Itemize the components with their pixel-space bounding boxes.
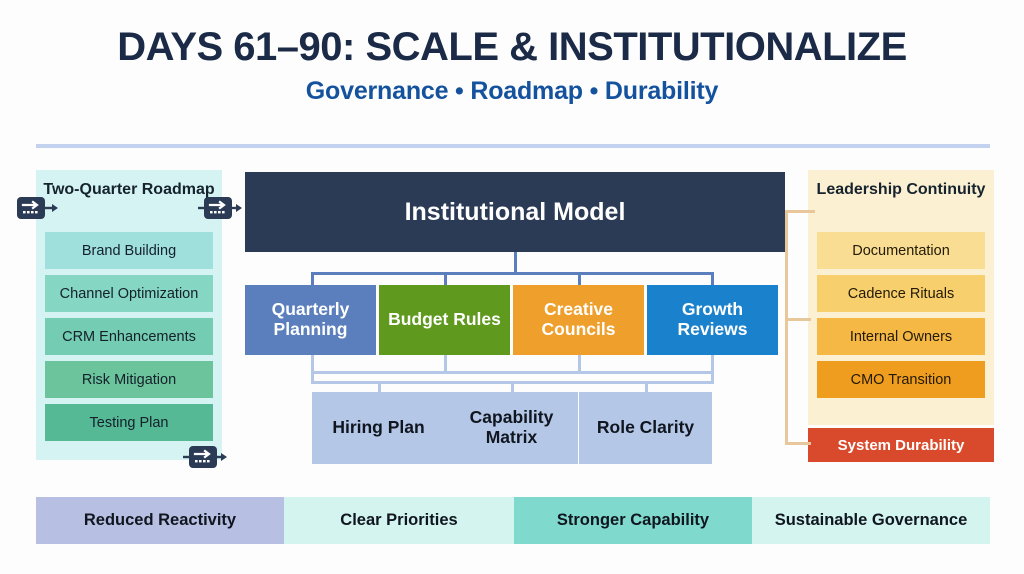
- right-item-documentation[interactable]: Documentation: [817, 232, 985, 269]
- right-panel-leadership-continuity: Leadership Continuity Documentation Cade…: [808, 170, 994, 425]
- pillar-creative-councils[interactable]: Creative Councils: [513, 285, 644, 355]
- leaf-hiring-plan[interactable]: Hiring Plan: [312, 392, 445, 464]
- pillar-quarterly-planning[interactable]: Quarterly Planning: [245, 285, 376, 355]
- pillar-label: Growth Reviews: [677, 299, 748, 339]
- footer-segment-clear-priorities[interactable]: Clear Priorities: [284, 497, 514, 544]
- flow-arrow-icon-inbound-left: [16, 195, 60, 221]
- flow-arrow-icon-roadmap-to-hub: [198, 195, 242, 221]
- pillar-drop-4: [711, 272, 714, 286]
- leaf-riser-4: [711, 355, 714, 373]
- right-item-cmo-transition[interactable]: CMO Transition: [817, 361, 985, 398]
- hub-label: Institutional Model: [404, 197, 626, 226]
- right-panel-mid-tap: [785, 318, 811, 321]
- left-item-label: Channel Optimization: [59, 285, 199, 302]
- pillar-label: Quarterly Planning: [271, 299, 350, 339]
- left-item-testing-plan[interactable]: Testing Plan: [45, 404, 213, 441]
- leaf-label: Hiring Plan: [332, 417, 425, 438]
- footer-segment-stronger-capability[interactable]: Stronger Capability: [514, 497, 752, 544]
- pillar-growth-reviews[interactable]: Growth Reviews: [647, 285, 778, 355]
- page-subtitle: Governance • Roadmap • Durability: [305, 77, 719, 105]
- hub-to-right-connector-vertical: [785, 210, 788, 445]
- hub-stem: [514, 252, 517, 274]
- leaf-role-clarity[interactable]: Role Clarity: [579, 392, 712, 464]
- hub-to-right-connector-horizontal: [785, 210, 815, 213]
- durability-tap: [785, 442, 811, 445]
- left-item-crm-enhancements[interactable]: CRM Enhancements: [45, 318, 213, 355]
- pillar-label: Budget Rules: [388, 309, 501, 330]
- leaf-riser-2: [444, 355, 447, 373]
- leaf-label: Capability Matrix: [469, 407, 554, 447]
- leaf-riser-1: [311, 355, 314, 373]
- flow-arrow-icon-roadmap-outbound: [183, 444, 227, 470]
- left-item-label: Risk Mitigation: [81, 371, 177, 388]
- right-item-label: Cadence Rituals: [847, 285, 955, 302]
- leaf-label: Role Clarity: [596, 417, 695, 438]
- left-item-brand-building[interactable]: Brand Building: [45, 232, 213, 269]
- pillar-drop-2: [444, 272, 447, 286]
- right-item-internal-owners[interactable]: Internal Owners: [817, 318, 985, 355]
- footer-segment-label: Sustainable Governance: [774, 511, 968, 529]
- left-item-label: Testing Plan: [89, 414, 169, 431]
- header-divider: [36, 144, 990, 148]
- pillar-drop-1: [311, 272, 314, 286]
- right-item-label: Internal Owners: [849, 328, 953, 345]
- right-item-label: CMO Transition: [850, 371, 952, 388]
- leaf-capability-matrix[interactable]: Capability Matrix: [445, 392, 578, 464]
- left-item-risk-mitigation[interactable]: Risk Mitigation: [45, 361, 213, 398]
- footer-segment-label: Stronger Capability: [556, 511, 710, 529]
- header: DAYS 61–90: SCALE & INSTITUTIONALIZE Gov…: [0, 26, 1024, 106]
- pillar-bus: [311, 272, 714, 275]
- leaf-drop-2: [511, 381, 514, 394]
- leaf-upper-bus: [311, 371, 714, 374]
- left-item-channel-optimization[interactable]: Channel Optimization: [45, 275, 213, 312]
- right-item-cadence-rituals[interactable]: Cadence Rituals: [817, 275, 985, 312]
- outcomes-footer: Reduced Reactivity Clear Priorities Stro…: [36, 497, 990, 544]
- leaf-drop-1: [378, 381, 381, 394]
- left-item-label: Brand Building: [81, 242, 177, 259]
- right-item-label: Documentation: [852, 242, 950, 259]
- leaf-drop-3: [645, 381, 648, 394]
- pillar-budget-rules[interactable]: Budget Rules: [379, 285, 510, 355]
- leaf-bus-link-left: [311, 371, 314, 383]
- left-item-label: CRM Enhancements: [62, 328, 196, 345]
- footer-segment-label: Clear Priorities: [340, 511, 458, 529]
- pillar-label: Creative Councils: [541, 299, 616, 339]
- right-panel-title: Leadership Continuity: [816, 181, 986, 198]
- institutional-model-hub[interactable]: Institutional Model: [245, 172, 785, 252]
- footer-segment-reduced-reactivity[interactable]: Reduced Reactivity: [36, 497, 284, 544]
- page-title: DAYS 61–90: SCALE & INSTITUTIONALIZE: [117, 25, 907, 69]
- pillar-drop-3: [578, 272, 581, 286]
- footer-segment-sustainable-governance[interactable]: Sustainable Governance: [752, 497, 990, 544]
- system-durability-label: System Durability: [837, 436, 965, 454]
- system-durability-bar[interactable]: System Durability: [808, 428, 994, 462]
- footer-segment-label: Reduced Reactivity: [83, 511, 237, 529]
- leaf-bus-link-right: [711, 371, 714, 383]
- left-panel-title: Two-Quarter Roadmap: [43, 181, 215, 198]
- left-panel-two-quarter-roadmap: Two-Quarter Roadmap Brand Building Chann…: [36, 170, 222, 460]
- leaf-riser-3: [578, 355, 581, 373]
